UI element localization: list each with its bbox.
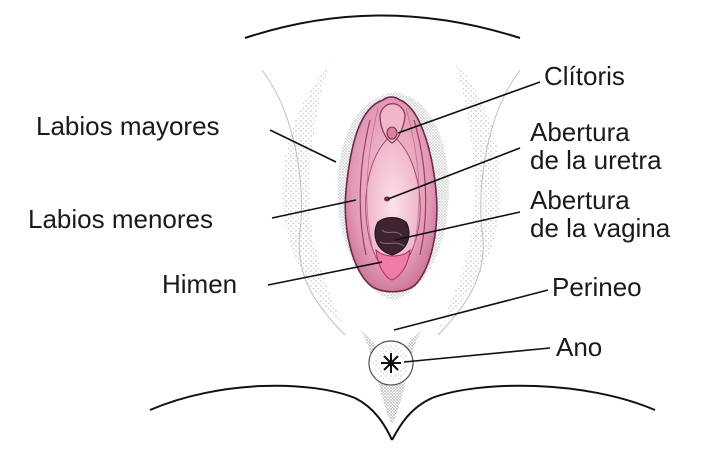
clitoris-shape [387, 127, 397, 139]
label-himen: Himen [162, 270, 237, 298]
label-labios-mayores: Labios mayores [36, 112, 220, 140]
label-perineo: Perineo [552, 273, 642, 301]
label-labios-menores: Labios menores [28, 205, 213, 233]
label-abertura-vagina: Abertura de la vagina [530, 186, 670, 242]
leader-ano [404, 348, 550, 362]
left-thigh-shading [283, 62, 345, 330]
label-clitoris: Clítoris [544, 62, 625, 90]
right-buttock-outline [392, 386, 655, 440]
label-ano: Ano [556, 333, 602, 361]
leader-perineo [394, 290, 548, 330]
left-buttock-outline [150, 386, 392, 440]
label-abertura-uretra: Abertura de la uretra [530, 118, 662, 174]
abdomen-outline [245, 15, 520, 38]
